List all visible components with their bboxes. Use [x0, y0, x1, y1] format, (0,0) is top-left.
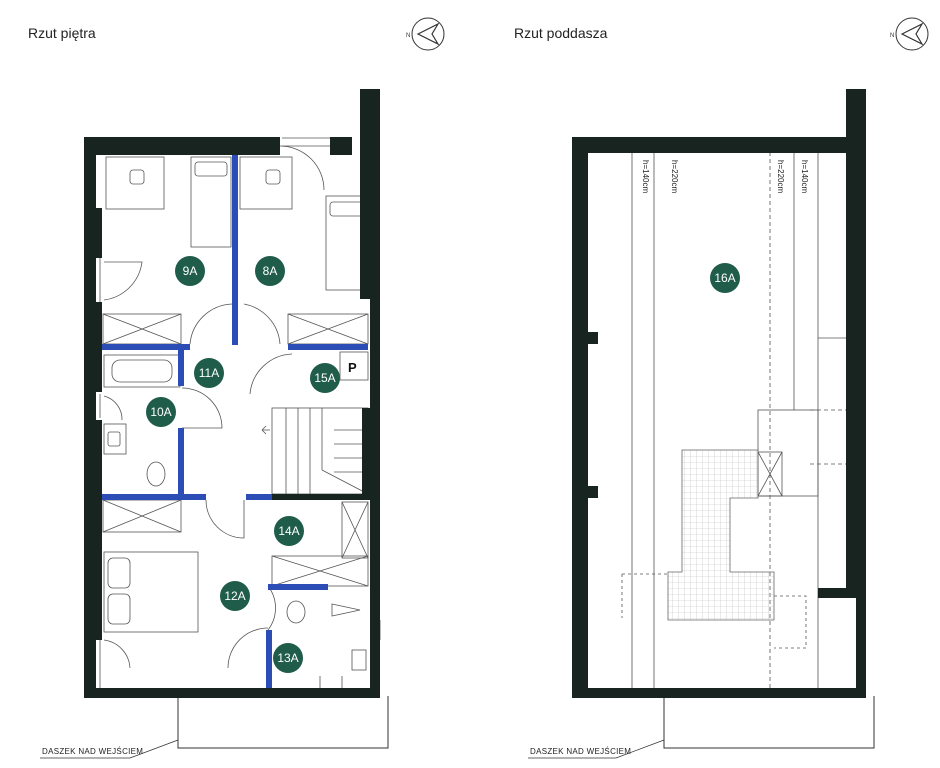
room-badge-16a: 16A — [710, 263, 740, 293]
canopy-note-right: DASZEK NAD WEJŚCIEM — [530, 747, 631, 756]
attic-grid — [667, 449, 775, 621]
room-label-10a: 10A — [150, 405, 171, 419]
entrance-canopy-right: DASZEK NAD WEJŚCIEM — [528, 696, 875, 759]
room-label-8a: 8A — [263, 264, 278, 278]
attic-plan-title: Rzut poddasza — [514, 25, 608, 41]
parking-marker: P — [339, 351, 369, 381]
room-badge-14a: 14A — [274, 516, 304, 546]
room-label-16a: 16A — [714, 271, 735, 285]
room-badge-13a: 13A — [273, 643, 303, 673]
room-label-13a: 13A — [277, 651, 298, 665]
room-badge-9a: 9A — [175, 256, 205, 286]
compass-icon-right: N — [890, 17, 929, 51]
room-label-9a: 9A — [183, 264, 198, 278]
attic-lines — [621, 152, 856, 690]
compass-north-label: N — [406, 33, 410, 39]
room-label-11a: 11A — [199, 366, 219, 380]
room-label-15a: 15A — [314, 371, 335, 385]
height-label-2: h=220cm — [670, 160, 679, 193]
entrance-canopy-left: DASZEK NAD WEJŚCIEM — [40, 696, 389, 759]
room-badge-11a: 11A — [194, 358, 224, 388]
height-label-4: h=140cm — [800, 160, 809, 193]
room-label-12a: 12A — [224, 589, 245, 603]
attic-plan: h=140cm h=220cm h=220cm h=140cm DASZEK N… — [528, 89, 875, 759]
partitions-left — [102, 155, 368, 688]
canopy-note-left: DASZEK NAD WEJŚCIEM — [42, 747, 143, 756]
parking-symbol: P — [348, 360, 357, 375]
room-badge-15a: 15A — [310, 363, 340, 393]
compass-icon-left: N — [406, 17, 445, 51]
exterior-walls-left — [84, 89, 380, 698]
height-labels: h=140cm h=220cm h=220cm h=140cm — [641, 160, 809, 193]
room-badge-12a: 12A — [220, 581, 250, 611]
compass-north-label: N — [890, 33, 894, 39]
room-badges: 9A 8A 11A 15A 10A 14A 12A 13A — [146, 256, 740, 673]
exterior-walls-right — [572, 89, 866, 698]
first-floor-plan: DASZEK NAD WEJŚCIEM — [40, 89, 389, 759]
height-label-3: h=220cm — [776, 160, 785, 193]
floor-plan-title: Rzut piętra — [28, 25, 96, 41]
room-label-14a: 14A — [278, 524, 299, 538]
room-badge-8a: 8A — [255, 256, 285, 286]
height-label-1: h=140cm — [641, 160, 650, 193]
room-badge-10a: 10A — [146, 397, 176, 427]
